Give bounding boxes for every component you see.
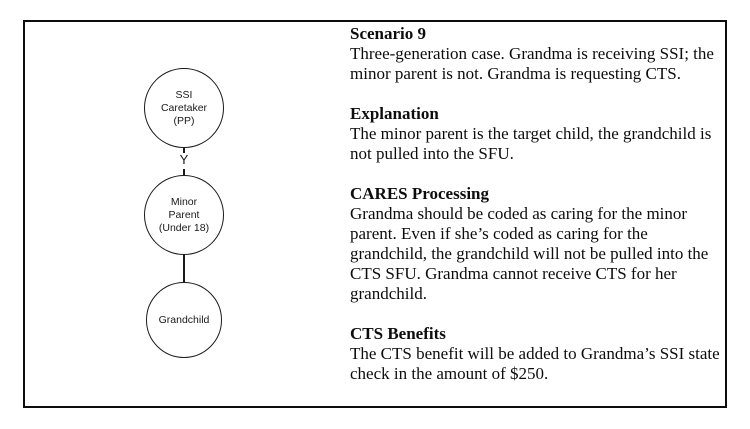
node-ssi-caretaker-label: SSI Caretaker (PP) bbox=[160, 88, 208, 127]
section-scenario-body: Three-generation case. Grandma is receiv… bbox=[350, 44, 714, 83]
section-cts-benefits: CTS Benefits The CTS benefit will be add… bbox=[350, 324, 724, 384]
section-scenario: Scenario 9 Three-generation case. Grandm… bbox=[350, 24, 724, 84]
section-cts-benefits-heading: CTS Benefits bbox=[350, 324, 446, 343]
node-grandchild-label: Grandchild bbox=[158, 313, 210, 326]
node-minor-parent-label: Minor Parent (Under 18) bbox=[158, 195, 210, 234]
scenario-panel: SSI Caretaker (PP) Y Minor Parent (Under… bbox=[23, 20, 727, 408]
node-minor-parent: Minor Parent (Under 18) bbox=[144, 175, 224, 255]
section-explanation: Explanation The minor parent is the targ… bbox=[350, 104, 724, 164]
connector-solid-line bbox=[183, 255, 185, 282]
connector-broken-segment-top bbox=[183, 148, 185, 153]
section-cts-benefits-body: The CTS benefit will be added to Grandma… bbox=[350, 344, 720, 383]
section-cares-processing-heading: CARES Processing bbox=[350, 184, 489, 203]
connector-broken-segment-bottom bbox=[183, 169, 185, 175]
generation-diagram: SSI Caretaker (PP) Y Minor Parent (Under… bbox=[25, 22, 345, 406]
node-ssi-caretaker: SSI Caretaker (PP) bbox=[144, 68, 224, 148]
section-cares-processing: CARES Processing Grandma should be coded… bbox=[350, 184, 724, 304]
node-grandchild: Grandchild bbox=[146, 282, 222, 358]
section-cares-processing-body: Grandma should be coded as caring for th… bbox=[350, 204, 709, 303]
scenario-text-column: Scenario 9 Three-generation case. Grandm… bbox=[350, 24, 724, 384]
section-explanation-body: The minor parent is the target child, th… bbox=[350, 124, 712, 163]
connector-label: Y bbox=[179, 152, 189, 167]
section-scenario-heading: Scenario 9 bbox=[350, 24, 427, 43]
section-explanation-heading: Explanation bbox=[350, 104, 439, 123]
